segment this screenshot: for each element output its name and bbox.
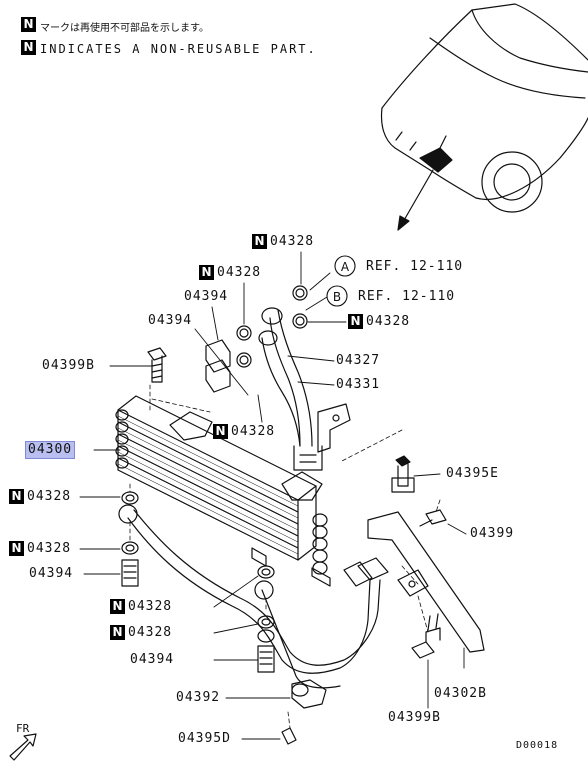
part-callout[interactable]: 04328 xyxy=(366,314,411,329)
n-mark: N xyxy=(199,265,214,280)
n-mark: N xyxy=(9,489,24,504)
legend-japanese-text: マークは再使用不可部品を示します。 xyxy=(40,23,209,34)
reference-circle-b: B xyxy=(326,285,348,307)
part-callout[interactable]: 04394 xyxy=(130,652,175,667)
legend-n-mark-jp: N xyxy=(21,17,36,32)
diagram-code: D00018 xyxy=(516,740,559,751)
svg-text:A: A xyxy=(341,260,350,274)
part-callout[interactable]: 04399B xyxy=(388,710,441,725)
bolt-04399B-lower xyxy=(411,613,441,659)
bracket-04302B xyxy=(367,511,485,653)
oil-cooler-core xyxy=(115,395,331,587)
hollow-bolts-upper xyxy=(205,285,308,393)
part-callout[interactable]: 04328 xyxy=(128,599,173,614)
part-callout[interactable]: 04328 xyxy=(128,625,173,640)
part-callout[interactable]: 04331 xyxy=(336,377,381,392)
n-mark: N xyxy=(110,599,125,614)
part-callout[interactable]: 04394 xyxy=(184,289,229,304)
part-callout[interactable]: 04328 xyxy=(27,541,72,556)
bolt-04395E xyxy=(391,455,415,493)
n-mark: N xyxy=(252,234,267,249)
part-callout[interactable]: 04328 xyxy=(217,265,262,280)
hollow-bolts-lower xyxy=(121,491,275,673)
part-callout[interactable]: 04394 xyxy=(29,566,74,581)
front-marker-label: FR xyxy=(16,722,30,735)
n-mark: N xyxy=(348,314,363,329)
vehicle-outline xyxy=(380,3,588,213)
part-callout-highlighted[interactable]: 04300 xyxy=(25,441,76,459)
part-callout[interactable]: 04328 xyxy=(231,424,276,439)
part-callout[interactable]: 04328 xyxy=(27,489,72,504)
legend-n-mark-en: N xyxy=(21,40,36,55)
bolt-04399B-upper xyxy=(147,347,167,383)
front-arrow-icon xyxy=(9,733,37,761)
part-callout[interactable]: 04395E xyxy=(446,466,499,481)
part-callout[interactable]: 04302B xyxy=(434,686,487,701)
svg-text:B: B xyxy=(333,290,341,304)
part-callout[interactable]: 04328 xyxy=(270,234,315,249)
lower-oil-lines xyxy=(118,504,389,745)
part-callout[interactable]: 04395D xyxy=(178,731,231,746)
upper-bracket xyxy=(317,403,351,453)
part-callout[interactable]: 04399 xyxy=(470,526,515,541)
upper-oil-lines xyxy=(258,307,323,471)
legend-english-text: INDICATES A NON-REUSABLE PART. xyxy=(40,42,317,56)
n-mark: N xyxy=(110,625,125,640)
bolt-04399 xyxy=(419,509,447,527)
reference-circle-a: A xyxy=(334,255,356,277)
part-callout[interactable]: 04394 xyxy=(148,313,193,328)
n-mark: N xyxy=(9,541,24,556)
alignment-dashes xyxy=(129,384,441,729)
n-mark: N xyxy=(213,424,228,439)
part-callout[interactable]: 04399B xyxy=(42,358,95,373)
leader-lines xyxy=(79,251,467,740)
location-arrow xyxy=(397,169,434,231)
reference-a-text: REF. 12-110 xyxy=(366,259,464,274)
part-callout[interactable]: 04392 xyxy=(176,690,221,705)
reference-b-text: REF. 12-110 xyxy=(358,289,456,304)
part-callout[interactable]: 04327 xyxy=(336,353,381,368)
